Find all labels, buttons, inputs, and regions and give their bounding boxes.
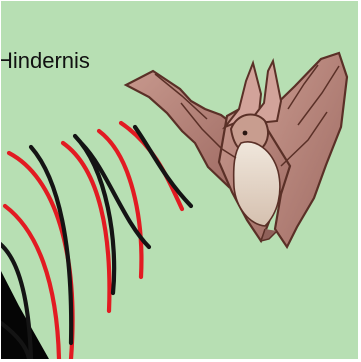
diagram-canvas: Hindernis: [1, 1, 358, 359]
bat-eye: [243, 131, 248, 136]
obstacle-label: Hindernis: [1, 50, 90, 72]
